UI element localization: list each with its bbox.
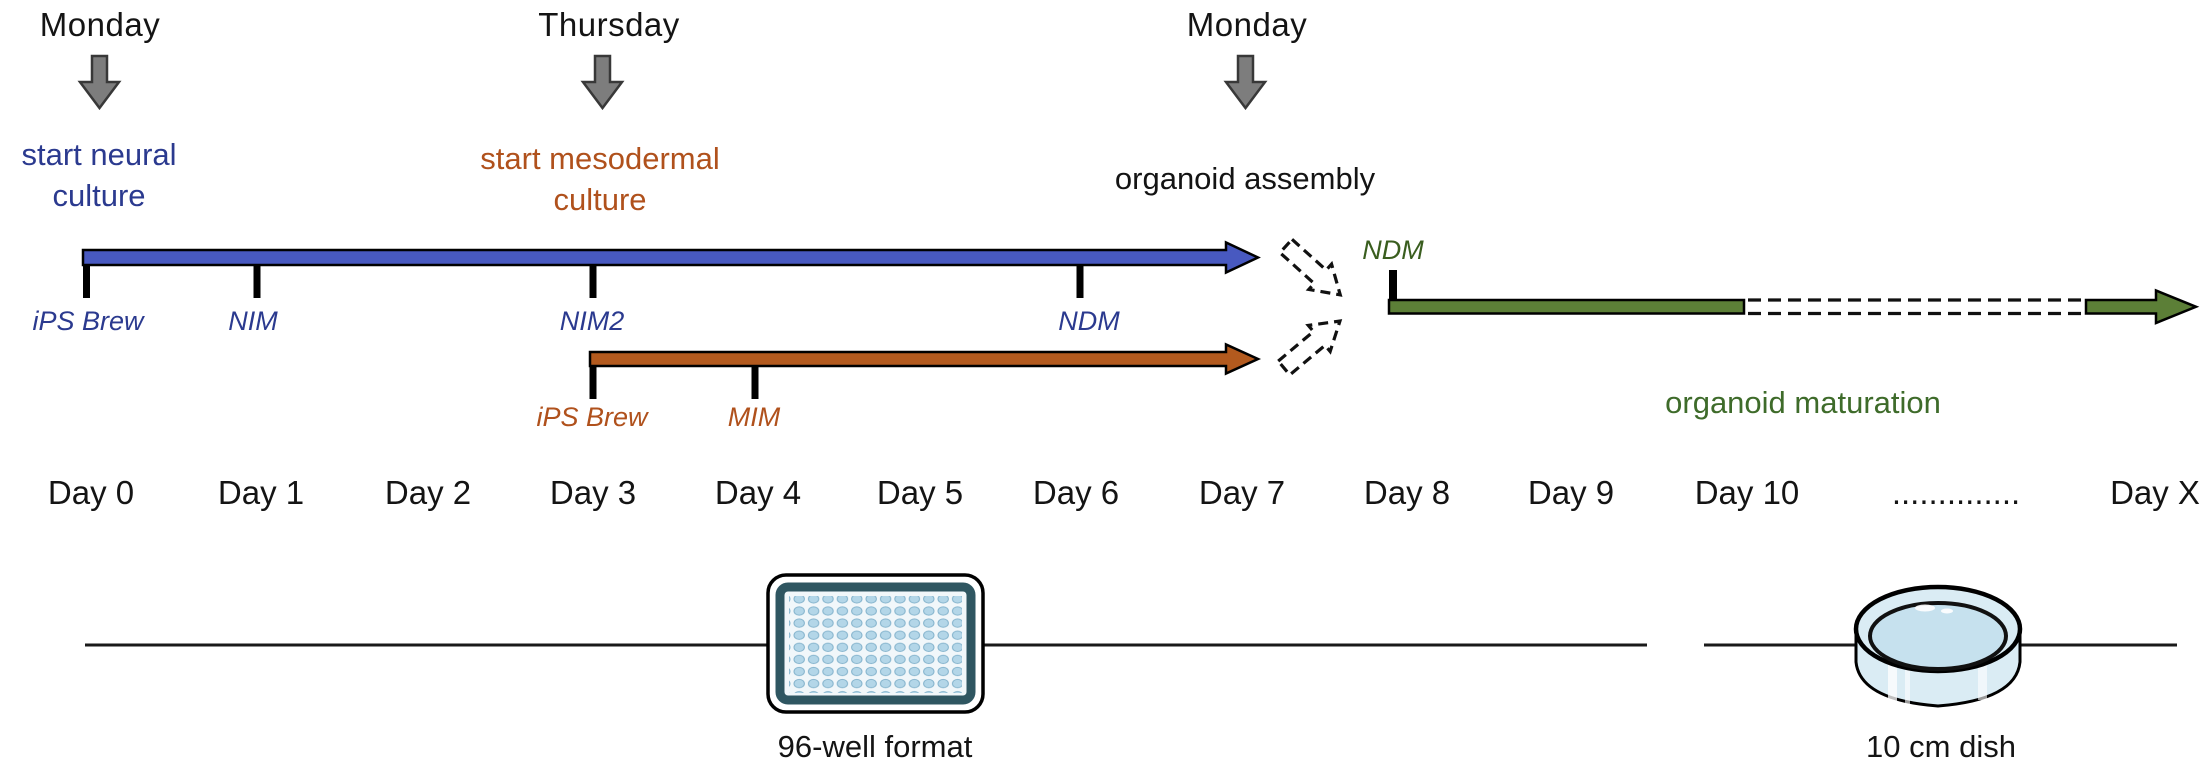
timeline-tick <box>589 366 597 399</box>
day-label: Day 10 <box>1694 474 1800 511</box>
day-label: Day 4 <box>714 474 802 511</box>
timeline-tick <box>1389 270 1397 302</box>
assembly-dashed-arrow-icon <box>1275 319 1343 378</box>
timeline-tick <box>83 265 90 298</box>
neural-timeline-arrow <box>81 240 1261 298</box>
weekday-label: Monday <box>1186 6 1308 43</box>
phase-title-neural: start neural culture <box>21 137 177 213</box>
media-label-neural: iPS Brew <box>32 306 144 336</box>
phase-title-mesodermal: start mesodermal culture <box>480 141 720 217</box>
timeline-tick <box>1076 265 1084 298</box>
media-label-mesoderm: iPS Brew <box>536 402 648 432</box>
day-label: Day 9 <box>1527 474 1615 511</box>
day-label: Day 5 <box>876 474 964 511</box>
vessel-caption-96-well: 96-well format <box>777 729 973 764</box>
day-label: Day X <box>2110 474 2200 511</box>
96-well-plate-icon <box>766 573 985 714</box>
media-label-maturation: NDM <box>1362 235 1424 265</box>
phase-title-assembly: organoid assembly <box>1114 161 1376 196</box>
maturation-phase-label: organoid maturation <box>1665 385 1941 420</box>
media-label-mesoderm: MIM <box>727 402 781 432</box>
day-label: Day 2 <box>384 474 472 511</box>
mesoderm-timeline-arrow <box>588 342 1262 399</box>
day-label: Day 7 <box>1198 474 1286 511</box>
down-arrow-icon <box>77 54 122 111</box>
timeline-tick <box>253 265 261 298</box>
timeline-tick <box>589 265 597 298</box>
timeline-tick <box>751 366 759 399</box>
down-arrow-icon <box>580 54 625 111</box>
maturation-dashed-segment <box>1748 298 2086 316</box>
down-arrow-icon <box>1223 54 1268 111</box>
day-label: Day 6 <box>1032 474 1120 511</box>
assembly-dashed-arrow-icon <box>1277 237 1343 297</box>
petri-dish-icon <box>1853 584 2023 708</box>
vessel-caption-10cm-dish: 10 cm dish <box>1866 729 2016 764</box>
day-label: Day 8 <box>1363 474 1451 511</box>
media-label-neural: NDM <box>1058 306 1120 336</box>
media-label-neural: NIM2 <box>559 306 625 336</box>
maturation-timeline-arrow <box>1387 270 2200 325</box>
day-label: Day 3 <box>549 474 637 511</box>
day-label: Day 0 <box>47 474 135 511</box>
day-label: Day 1 <box>217 474 305 511</box>
media-label-neural: NIM <box>228 306 278 336</box>
day-label-ellipsis: .............. <box>1891 474 2021 511</box>
weekday-label: Monday <box>39 6 161 43</box>
weekday-label: Thursday <box>538 6 680 43</box>
